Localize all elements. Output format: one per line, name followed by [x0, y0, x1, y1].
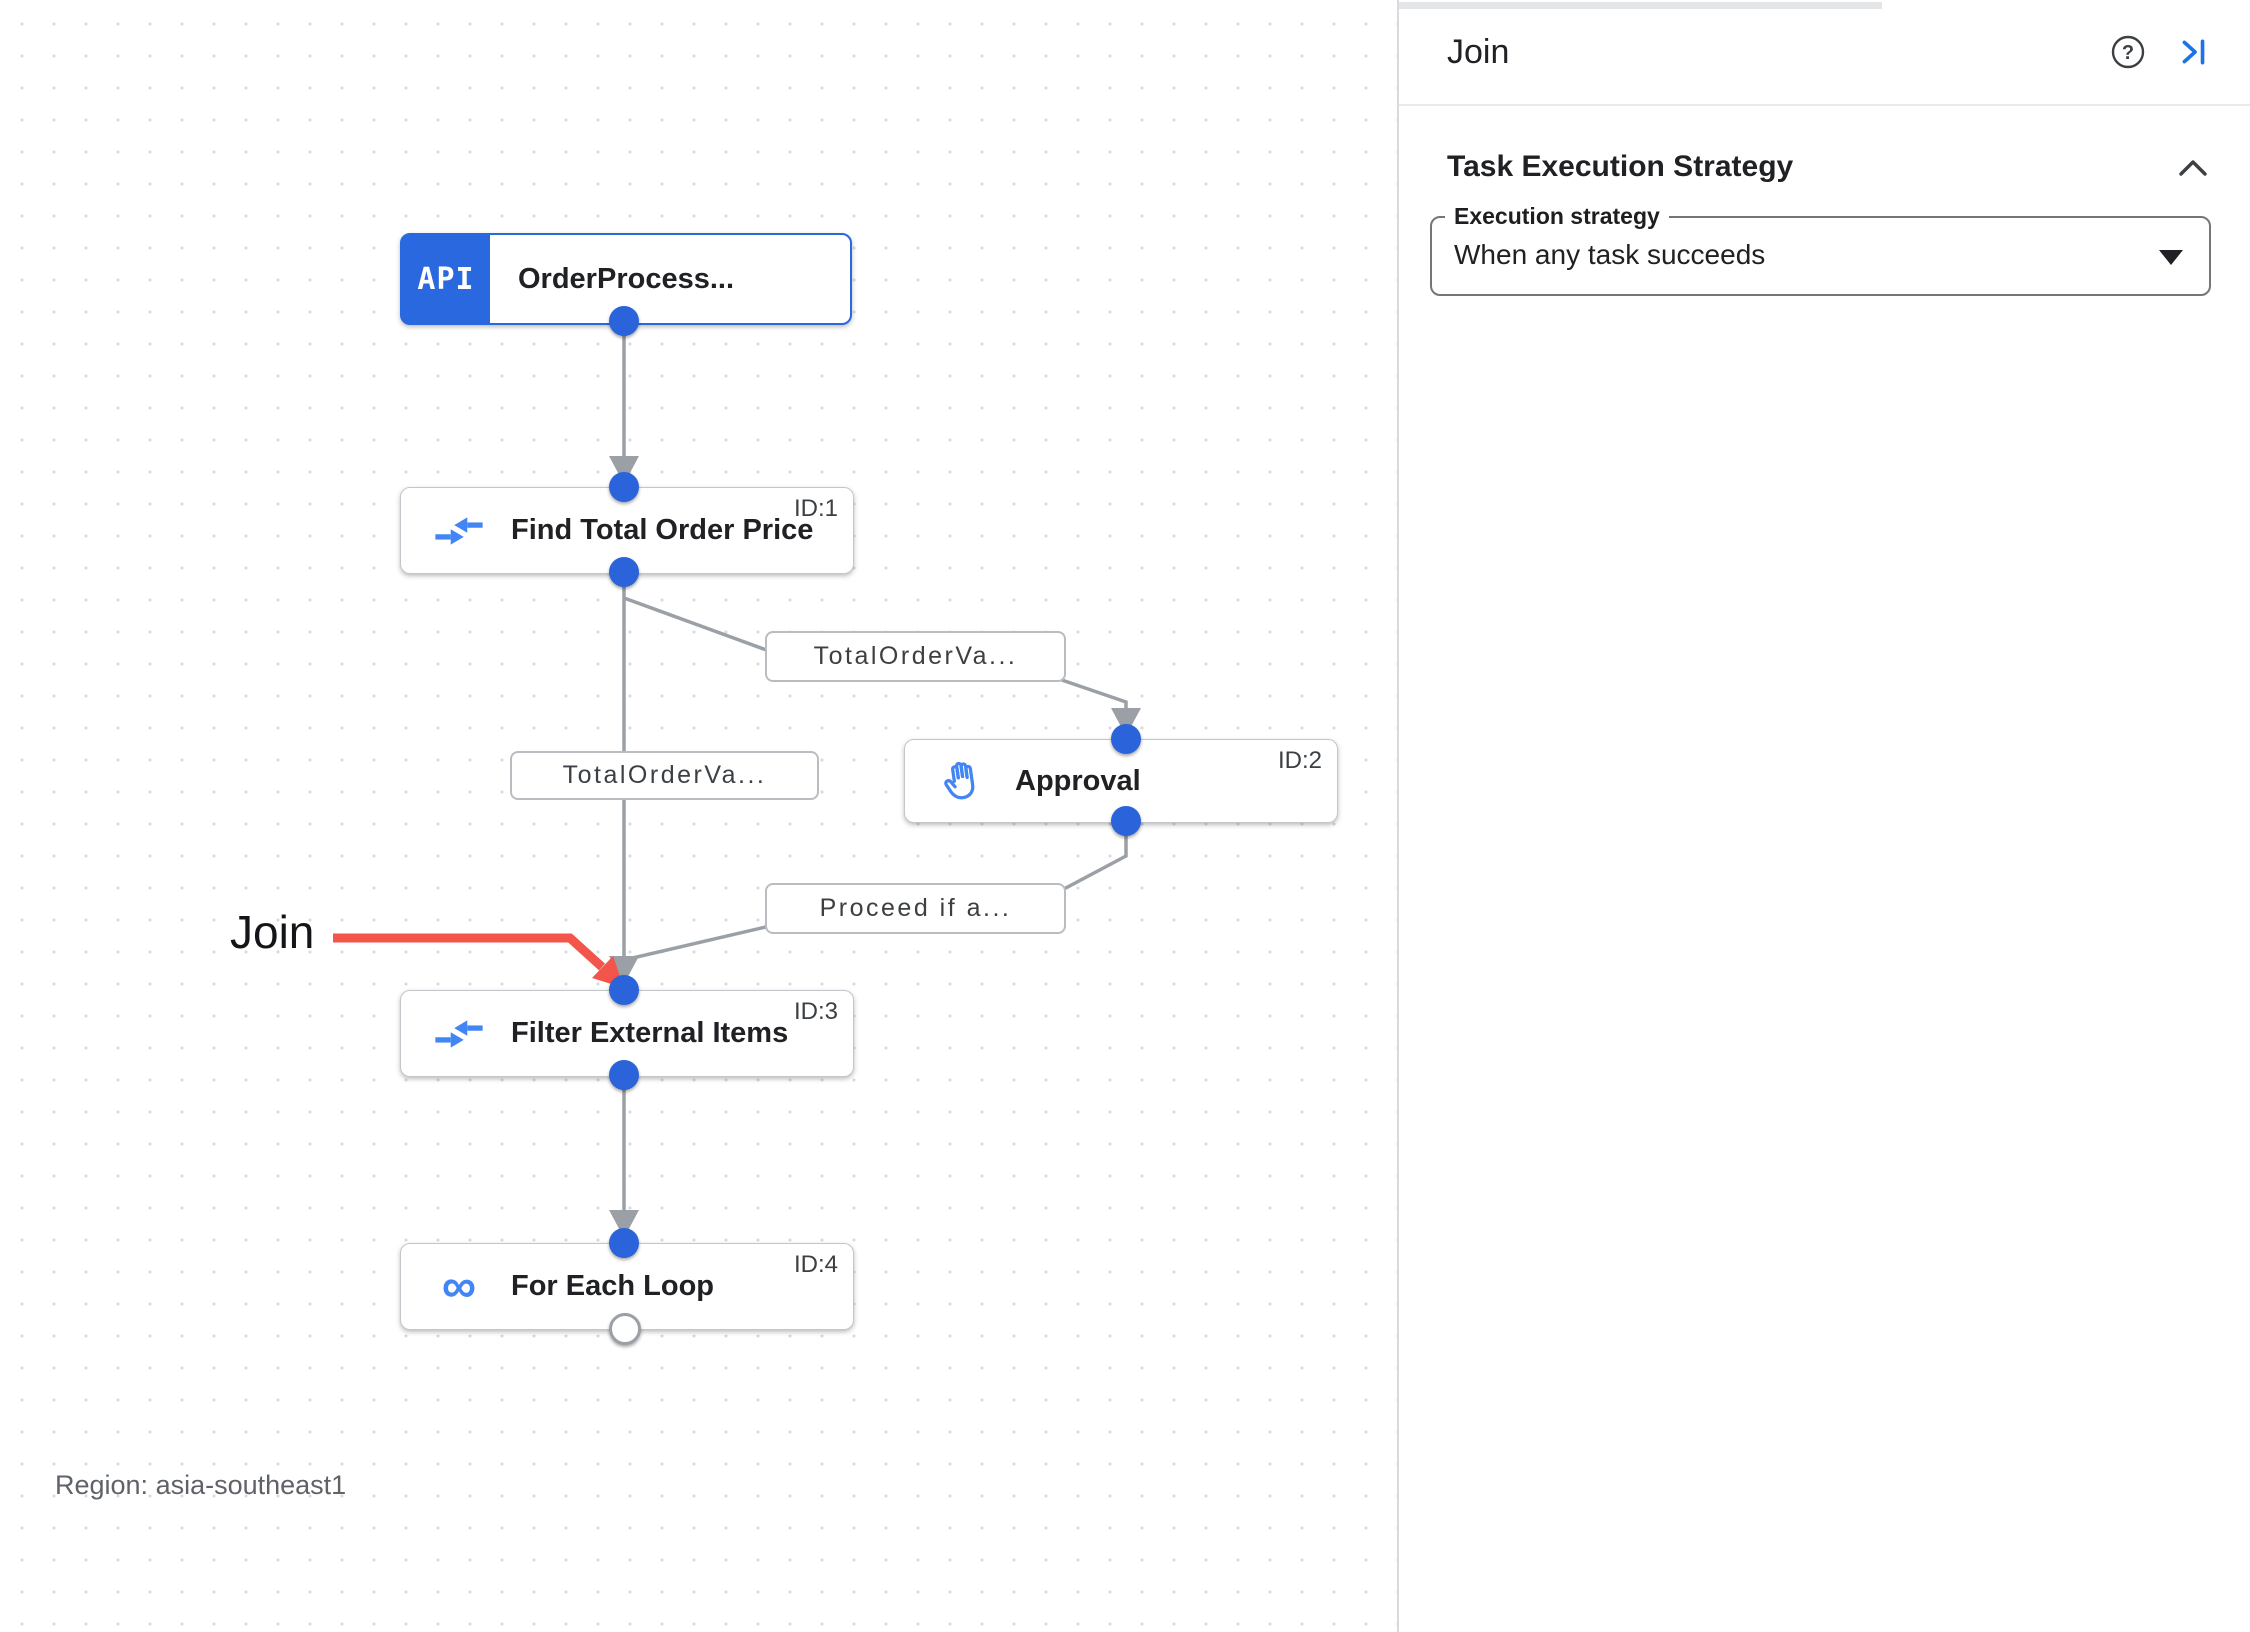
port-task4-out-open[interactable]: [609, 1313, 641, 1345]
port-task1-out[interactable]: [609, 557, 639, 587]
execution-strategy-value: When any task succeeds: [1454, 239, 1766, 270]
node-title: Filter External Items: [511, 1017, 789, 1049]
join-annotation-arrow: [333, 933, 624, 988]
hand-approval-icon: [935, 758, 991, 804]
port-task3-out[interactable]: [609, 1060, 639, 1090]
port-trigger-out[interactable]: [609, 306, 639, 336]
execution-strategy-select[interactable]: Execution strategy When any task succeed…: [1430, 203, 2211, 296]
workflow-canvas[interactable]: API OrderProcess... Find Total Order Pri…: [0, 0, 1397, 1632]
data-mapping-icon: [431, 512, 487, 550]
node-title: OrderProcess...: [518, 262, 734, 295]
edge-label-proceed-if-approved[interactable]: Proceed if a...: [765, 883, 1066, 934]
api-trigger-icon: API: [402, 235, 490, 323]
panel-title: Join: [1447, 32, 1510, 71]
help-icon: ?: [2111, 35, 2145, 69]
loop-icon: ∞: [441, 1259, 477, 1313]
task-id-badge: ID:1: [793, 495, 838, 522]
node-title: Find Total Order Price: [511, 514, 814, 546]
api-chip-label: API: [417, 261, 475, 297]
port-approval-in[interactable]: [1111, 724, 1141, 754]
task-execution-strategy-section-header[interactable]: Task Execution Strategy: [1447, 150, 2210, 184]
data-mapping-icon: [431, 1015, 487, 1053]
help-button[interactable]: ?: [2110, 34, 2146, 70]
edge-label-total-order-value-left[interactable]: TotalOrderVa...: [510, 751, 819, 800]
port-task3-in-join[interactable]: [609, 975, 639, 1005]
collapse-panel-button[interactable]: [2178, 36, 2210, 68]
port-approval-out[interactable]: [1111, 806, 1141, 836]
node-title: Approval: [1015, 764, 1141, 797]
svg-text:?: ?: [2122, 42, 2134, 64]
port-task1-in[interactable]: [609, 472, 639, 502]
region-label: Region: asia-southeast1: [55, 1470, 347, 1500]
port-task4-in[interactable]: [609, 1228, 639, 1258]
panel-header: Join ?: [1399, 0, 2250, 106]
edge-task1-branch-right-b: [1055, 676, 1128, 712]
edge-label-total-order-value-right[interactable]: TotalOrderVa...: [765, 631, 1066, 682]
node-title: For Each Loop: [511, 1270, 714, 1302]
chevron-up-icon: [2179, 160, 2207, 176]
edge-task1-branch-right-a: [623, 596, 773, 654]
panel-divider: [1397, 0, 1399, 1632]
task-id-badge: ID:3: [793, 998, 838, 1025]
join-annotation-label: Join: [230, 906, 315, 958]
edge-approval-out-b: [623, 924, 771, 962]
collapse-panel-right-icon: [2182, 39, 2205, 65]
task-id-badge: ID:2: [1277, 747, 1322, 774]
task-id-badge: ID:4: [793, 1251, 838, 1278]
section-title: Task Execution Strategy: [1447, 150, 1794, 183]
join-config-panel: Join ? Task Execution Strategy Execution…: [1399, 0, 2250, 1632]
dropdown-caret-icon: [2159, 250, 2183, 265]
panel-top-scrollbar[interactable]: [1399, 2, 1882, 9]
execution-strategy-label: Execution strategy: [1445, 203, 1669, 230]
